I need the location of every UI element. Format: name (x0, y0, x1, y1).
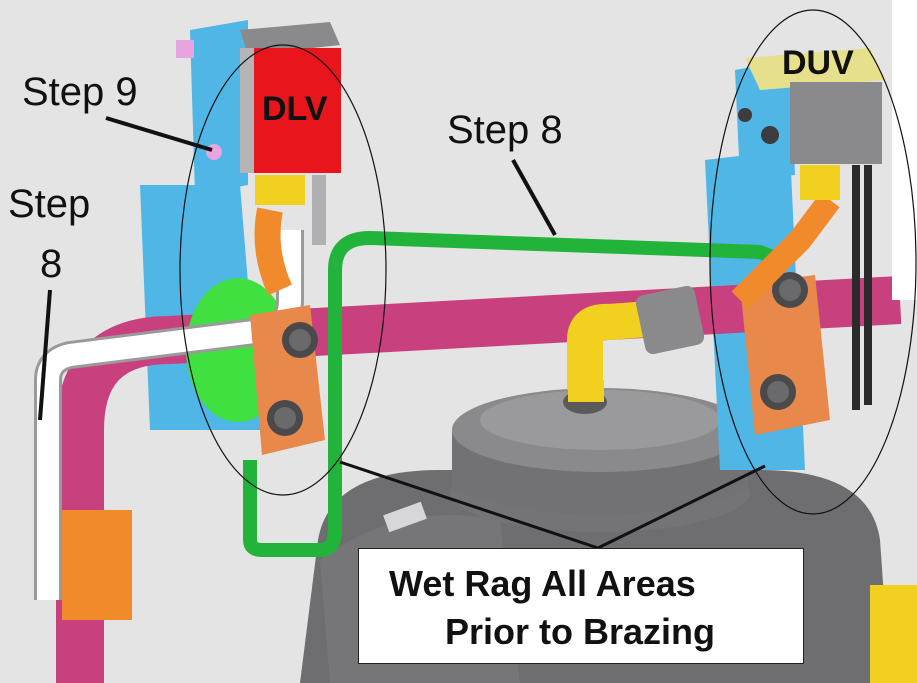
step9-fastener (206, 144, 222, 160)
dlv-elbow (254, 207, 292, 296)
duv-highlight-ellipse (709, 9, 917, 515)
dlv-valve (240, 22, 341, 245)
callout-leader-right (597, 464, 766, 550)
dlv-label: DLV (262, 90, 328, 128)
dlv-highlight-ellipse (179, 44, 387, 496)
left-clamp (250, 305, 325, 455)
step8-left-label-line2: 8 (40, 242, 63, 286)
duv-label: DUV (782, 44, 854, 82)
step9-label: Step 9 (22, 70, 138, 114)
step9-leader (105, 116, 213, 152)
callout-line1: Wet Rag All Areas (389, 563, 696, 604)
step8-top-label: Step 8 (447, 108, 563, 152)
duv-valve (745, 48, 885, 410)
step8-top-leader (511, 159, 557, 236)
green-tube (243, 230, 783, 557)
right-clamp (740, 272, 830, 435)
brazing-callout-box: Wet Rag All Areas Prior to Brazing (358, 548, 804, 664)
center-fittings (567, 285, 705, 402)
callout-leader-left (339, 460, 599, 550)
callout-line2: Prior to Brazing (445, 611, 716, 652)
orange-sleeve (62, 510, 132, 620)
step8-left-label-line1: Step (8, 182, 91, 226)
step8-left-leader (38, 289, 52, 421)
